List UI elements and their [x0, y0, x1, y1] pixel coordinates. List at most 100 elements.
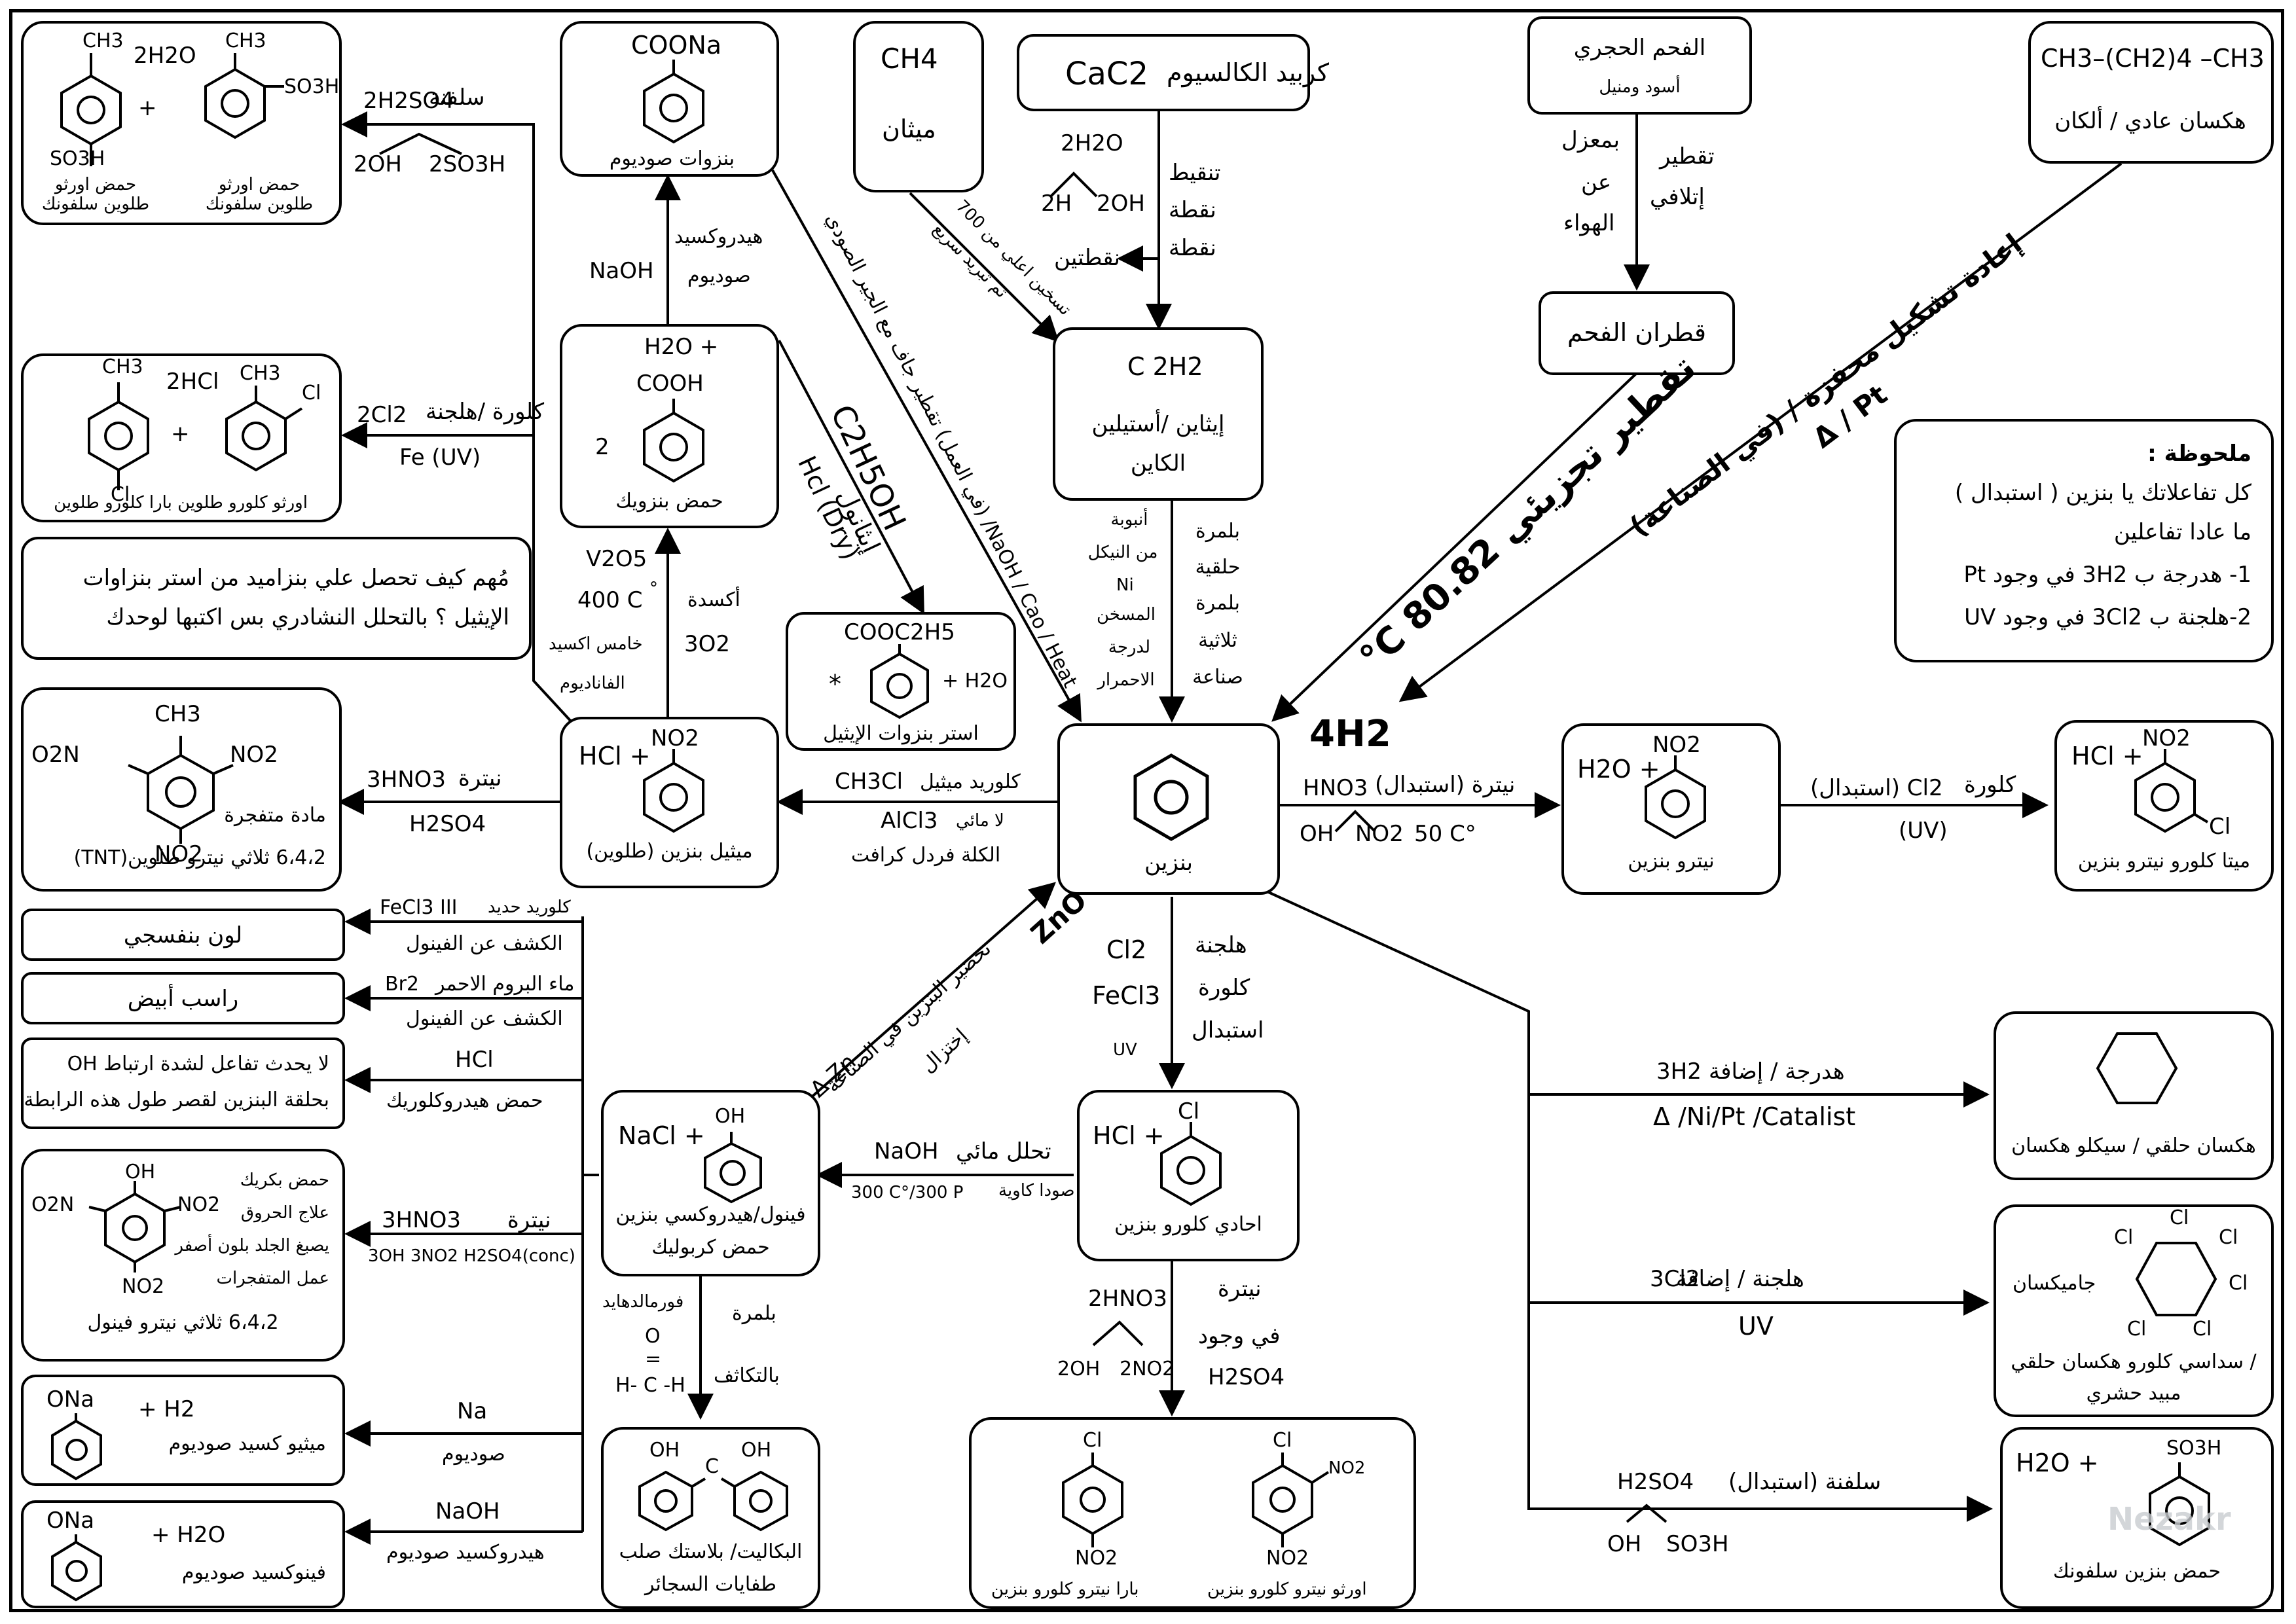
chloronitro-no2: 2NO2 — [1120, 1358, 1175, 1380]
para-ch3-cl: CH3 — [102, 355, 143, 378]
carbide-step-3: نقطة — [1169, 235, 1216, 261]
picric-o2n: O2N — [31, 1193, 75, 1216]
trimer-1: بلمرة — [1195, 520, 1240, 543]
violet-label: لون بنفسجي — [123, 922, 243, 948]
naoh-group: ONa — [46, 1507, 95, 1534]
meta-name: كلورة — [1964, 772, 2016, 798]
ortho-so3h: SO3H — [284, 75, 340, 98]
toluene-label: ميثيل بنزين (طلوين) — [586, 840, 753, 863]
halogenation-3: استبدال — [1192, 1017, 1264, 1043]
halogenation-name: هلجنة / إضافة — [1676, 1266, 1804, 1292]
na-label: ميثيو كسيد صوديوم — [168, 1432, 326, 1455]
methane-arrow — [909, 192, 1059, 342]
bakelite-box: OH C OH البكاليت/ بلاستك صلب طفايات السج… — [601, 1427, 820, 1609]
gammexane-label-1: / سداسي كلورو هكسان حلقي — [2011, 1350, 2257, 1373]
na-name: صوديوم — [442, 1443, 505, 1466]
carbide-fork — [1049, 171, 1098, 198]
hcl-test-box: لا يحدث تفاعل لشدة ارتباط OH بحلقة البنز… — [21, 1038, 345, 1129]
carbide-step-4: نقطتين — [1054, 245, 1120, 271]
sulfonic-name: سلفنة (استبدال) — [1728, 1469, 1882, 1495]
oxidation-catalyst: V2O5 — [586, 546, 647, 572]
gammexane-box: Cl Cl Cl Cl Cl Cl جاميكسان / سداسي كلورو… — [1994, 1204, 2274, 1417]
nitration-no2: NO2 — [1355, 821, 1404, 847]
sulfonic-group: SO3H — [2166, 1437, 2222, 1460]
chlorination-name: كلورة /هلجنة — [426, 399, 545, 425]
polymer-2: بالتكاثف — [714, 1364, 780, 1387]
gammexane-label-2: مبيد حشري — [2086, 1382, 2181, 1405]
benzene-label: بنزين — [1144, 850, 1193, 876]
acetylene-formula: C 2H2 — [1127, 352, 1203, 381]
acetylene-label-2: الكاين — [1130, 450, 1186, 477]
coona-group: COONa — [631, 31, 722, 60]
exception-note-box: ملحوظة : كل تفاعلاتك يا بنزين ( استبدال … — [1894, 419, 2274, 662]
sodium-hydroxide-box: ONa + H2O فينوكسيد صوديوم — [21, 1500, 345, 1608]
formaldehyde-formula: H- C -H — [615, 1374, 685, 1397]
para-sulfonic-label: حمض اورثو طلوين سلفونك — [41, 175, 150, 214]
coal-tar-label: قطران الفحم — [1567, 318, 1707, 347]
tests-trunk — [581, 916, 599, 1176]
ni-tube-3: Ni — [1116, 575, 1134, 595]
coal-cond-left-1: بمعزل — [1561, 127, 1620, 153]
plus-sign: + — [138, 95, 157, 121]
sulfonic-oh: OH — [1607, 1531, 1642, 1557]
bakelite-oh-a: OH — [649, 1439, 680, 1462]
hydrogenation-condition: Δ /Ni/Pt /Catalist — [1653, 1102, 1856, 1131]
tnt-arrow-catalyst: H2SO4 — [409, 811, 486, 837]
note-line-1: مُهم كيف تحصل علي بنزاميد من استر بنزاوا… — [82, 565, 509, 591]
chloronitro-reagent: 2HNO3 — [1088, 1286, 1168, 1312]
toluene-branch-line — [341, 111, 574, 725]
picric-l2: علاج الحروق — [240, 1203, 329, 1223]
nitration-fork — [1334, 810, 1376, 833]
toluene-box: HCl + NO2 ميثيل بنزين (طلوين) — [560, 717, 779, 888]
picric-l4: عمل المتفجرات — [216, 1269, 329, 1288]
polymer-1: بلمرة — [732, 1302, 776, 1325]
sulfonation-oh: 2OH — [354, 151, 402, 177]
meta-label: ميتا كلورو نيترو بنزين — [2077, 850, 2251, 873]
gam-cl-3: Cl — [2229, 1272, 2248, 1295]
benzamide-note-box: مُهم كيف تحصل علي بنزاميد من استر بنزاوا… — [21, 537, 532, 660]
halogenation-2: كلورة — [1198, 975, 1250, 1001]
naoh-name-2: صوديوم — [687, 264, 751, 287]
uv-condition: UV — [1113, 1040, 1137, 1060]
picric-l3: يصبغ الجلد بلون أصفر — [175, 1236, 329, 1255]
coal-cond-left-2: عن — [1581, 170, 1612, 196]
hydrolysis-cond-1: صودا كاوية — [998, 1181, 1075, 1200]
bakelite-label-1: البكاليت/ بلاستك صلب — [619, 1540, 803, 1563]
carbide-step-1: تنقيط — [1169, 160, 1221, 186]
na-reagent: Na — [457, 1398, 488, 1424]
sulfonic-ring — [2149, 1462, 2210, 1547]
hcl-reagent: HCl — [455, 1047, 494, 1073]
fecl3-catalyst: FeCl3 — [1092, 981, 1161, 1010]
chloro-cl: Cl — [1178, 1098, 1200, 1125]
picric-no2-right: NO2 — [177, 1193, 221, 1216]
hexane-box: CH3–(CH2)4 –CH3 هكسان عادي / ألكان — [2028, 21, 2274, 164]
formaldehyde-eq: = — [645, 1348, 662, 1371]
naoh-label: فينوكسيد صوديوم — [181, 1561, 326, 1584]
phenol-label-1: فينول/هيدروكسي بنزين — [615, 1203, 806, 1226]
sodium-benzoate-label: بنزوات صوديوم — [609, 147, 735, 170]
sulfonation-fork — [379, 132, 462, 155]
tnt-ch3: CH3 — [155, 701, 201, 727]
naoh-reagent: NaOH — [589, 258, 654, 284]
sulfonation-reagent: 2H2SO4 — [363, 88, 454, 114]
br2-name: ماء البروم الاحمر — [435, 973, 575, 996]
coal-cond-right-1: تقطير — [1660, 143, 1715, 170]
friedel-catalyst: AlCl3 — [881, 808, 938, 834]
benzene-box: بنزين — [1057, 723, 1280, 895]
toluene-chlorination-box: CH3 Cl 2HCl + CH3 Cl اورثو كلورو طلوين ب… — [21, 353, 342, 522]
chloronitro-presence: في وجود — [1198, 1323, 1281, 1349]
nitro-no2: NO2 — [1652, 732, 1701, 758]
benzoic-coef: 2 — [595, 434, 610, 460]
ester-star: * — [829, 670, 841, 698]
hydrolysis-reagent: NaOH — [874, 1138, 939, 1164]
coal-title: الفحم الحجري — [1573, 35, 1706, 61]
chlorobenzene-label: احادي كلورو بنزين — [1114, 1213, 1262, 1236]
acetylene-box: C 2H2 إيثاين /أستيلين الكاين — [1053, 327, 1264, 501]
meta-reagent: Cl2 (استبدال) — [1810, 775, 1943, 801]
distillation-arrow — [1271, 372, 1638, 722]
phenol-ring — [704, 1132, 762, 1204]
na-plus: + H2 — [138, 1396, 195, 1422]
ortho-ch3: CH3 — [225, 29, 266, 52]
gam-cl-6: Cl — [2170, 1206, 2189, 1229]
plus-sign-2: + — [171, 421, 190, 447]
